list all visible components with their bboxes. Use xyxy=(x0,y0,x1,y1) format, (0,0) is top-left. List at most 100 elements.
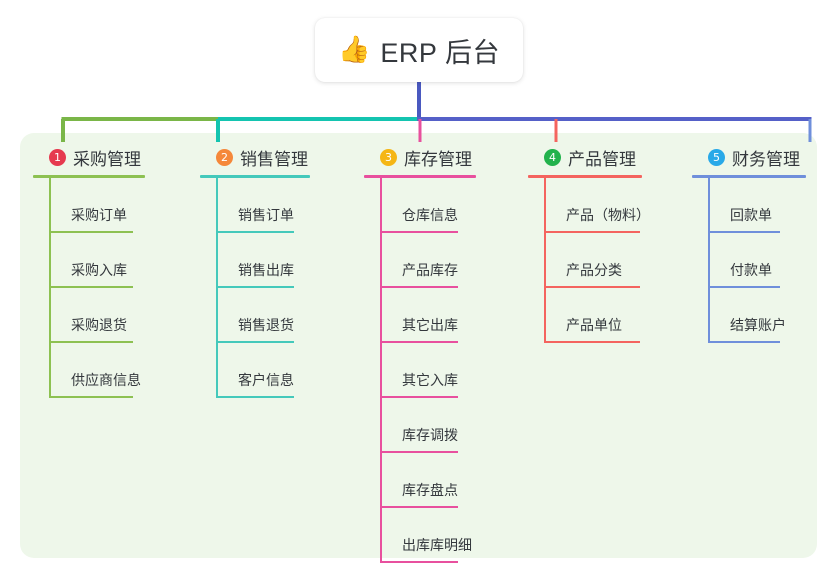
list-item-rule xyxy=(216,286,294,288)
list-item[interactable]: 销售订单 xyxy=(216,178,310,233)
list-item-rule xyxy=(380,231,458,233)
column-header-rule-4 xyxy=(528,175,642,178)
list-item-label: 库存调拨 xyxy=(402,427,458,443)
list-item[interactable]: 产品分类 xyxy=(544,233,642,288)
list-item[interactable]: 采购入库 xyxy=(49,233,145,288)
column-2: 2 销售管理销售订单销售出库销售退货客户信息 xyxy=(200,145,310,398)
list-item-rule xyxy=(49,286,133,288)
list-item-rule xyxy=(380,561,458,563)
list-item-rule xyxy=(49,231,133,233)
column-title-5: 财务管理 xyxy=(732,149,800,169)
list-item[interactable]: 付款单 xyxy=(708,233,806,288)
list-item[interactable]: 产品单位 xyxy=(544,288,642,343)
list-item-label: 采购退货 xyxy=(71,317,127,333)
column-header-4[interactable]: 4 产品管理 xyxy=(528,145,642,169)
column-spine-5 xyxy=(708,178,710,343)
column-header-1[interactable]: 1 采购管理 xyxy=(33,145,145,169)
list-item[interactable]: 库存调拨 xyxy=(380,398,476,453)
column-header-rule-5 xyxy=(692,175,806,178)
list-item-label: 出库库明细 xyxy=(402,537,472,553)
column-1: 1 采购管理采购订单采购入库采购退货供应商信息 xyxy=(33,145,145,398)
column-badge-1: 1 xyxy=(49,148,66,166)
list-item-label: 销售退货 xyxy=(238,317,294,333)
root-node[interactable]: 👍 ERP 后台 xyxy=(315,18,523,82)
column-header-rule-1 xyxy=(33,175,145,178)
list-item-rule xyxy=(544,341,640,343)
list-item[interactable]: 出库库明细 xyxy=(380,508,476,563)
list-item-rule xyxy=(708,231,780,233)
column-spine-3 xyxy=(380,178,382,563)
list-item[interactable]: 采购退货 xyxy=(49,288,145,343)
list-item-label: 产品分类 xyxy=(566,262,622,278)
column-spine-2 xyxy=(216,178,218,398)
list-item-rule xyxy=(380,341,458,343)
column-title-3: 库存管理 xyxy=(404,149,472,169)
list-item-rule xyxy=(380,451,458,453)
list-item[interactable]: 采购订单 xyxy=(49,178,145,233)
list-item-rule xyxy=(708,286,780,288)
column-header-rule-2 xyxy=(200,175,310,178)
list-item-rule xyxy=(544,231,640,233)
column-spine-4 xyxy=(544,178,546,343)
column-badge-5: 5 xyxy=(708,148,725,166)
list-item-label: 销售出库 xyxy=(238,262,294,278)
thumbs-up-icon: 👍 xyxy=(338,35,371,65)
column-badge-3: 3 xyxy=(380,148,397,166)
column-items-3: 仓库信息产品库存其它出库其它入库库存调拨库存盘点出库库明细 xyxy=(380,178,476,563)
list-item[interactable]: 其它入库 xyxy=(380,343,476,398)
list-item-rule xyxy=(49,396,133,398)
list-item-rule xyxy=(544,286,640,288)
list-item[interactable]: 产品库存 xyxy=(380,233,476,288)
list-item[interactable]: 库存盘点 xyxy=(380,453,476,508)
column-items-4: 产品（物料） 产品分类产品单位 xyxy=(544,178,650,343)
column-header-3[interactable]: 3 库存管理 xyxy=(364,145,476,169)
list-item-rule xyxy=(380,286,458,288)
list-item-rule xyxy=(216,396,294,398)
column-header-2[interactable]: 2 销售管理 xyxy=(200,145,310,169)
list-item-label: 产品单位 xyxy=(566,317,622,333)
columns-background-panel xyxy=(20,133,817,558)
column-5: 5 财务管理回款单付款单结算账户 xyxy=(692,145,806,343)
column-title-1: 采购管理 xyxy=(73,149,141,169)
column-title-2: 销售管理 xyxy=(240,149,308,169)
list-item-label: 回款单 xyxy=(730,207,772,223)
column-items-1: 采购订单采购入库采购退货供应商信息 xyxy=(49,178,145,398)
column-4: 4 产品管理产品（物料） 产品分类产品单位 xyxy=(528,145,650,343)
list-item-label: 仓库信息 xyxy=(402,207,458,223)
column-items-2: 销售订单销售出库销售退货客户信息 xyxy=(216,178,310,398)
root-title: ERP 后台 xyxy=(380,37,500,68)
list-item-rule xyxy=(49,341,133,343)
column-spine-1 xyxy=(49,178,51,398)
column-badge-4: 4 xyxy=(544,148,561,166)
list-item[interactable]: 结算账户 xyxy=(708,288,806,343)
list-item[interactable]: 产品（物料） xyxy=(544,178,650,233)
list-item-label: 采购入库 xyxy=(71,262,127,278)
list-item-rule xyxy=(216,231,294,233)
list-item-label: 产品（物料） xyxy=(566,207,650,223)
column-header-rule-3 xyxy=(364,175,476,178)
list-item-label: 供应商信息 xyxy=(71,372,141,388)
list-item-label: 库存盘点 xyxy=(402,482,458,498)
list-item-label: 其它出库 xyxy=(402,317,458,333)
list-item-label: 付款单 xyxy=(730,262,772,278)
list-item-label: 其它入库 xyxy=(402,372,458,388)
list-item[interactable]: 销售退货 xyxy=(216,288,310,343)
list-item[interactable]: 其它出库 xyxy=(380,288,476,343)
list-item-label: 结算账户 xyxy=(730,317,786,333)
list-item[interactable]: 客户信息 xyxy=(216,343,310,398)
list-item-rule xyxy=(380,396,458,398)
list-item[interactable]: 销售出库 xyxy=(216,233,310,288)
list-item[interactable]: 仓库信息 xyxy=(380,178,476,233)
column-badge-2: 2 xyxy=(216,148,233,166)
column-3: 3 库存管理仓库信息产品库存其它出库其它入库库存调拨库存盘点出库库明细 xyxy=(364,145,476,563)
list-item[interactable]: 供应商信息 xyxy=(49,343,145,398)
column-title-4: 产品管理 xyxy=(568,149,636,169)
list-item[interactable]: 回款单 xyxy=(708,178,806,233)
list-item-label: 客户信息 xyxy=(238,372,294,388)
list-item-rule xyxy=(708,341,780,343)
column-header-5[interactable]: 5 财务管理 xyxy=(692,145,806,169)
list-item-rule xyxy=(380,506,458,508)
list-item-rule xyxy=(216,341,294,343)
list-item-label: 采购订单 xyxy=(71,207,127,223)
